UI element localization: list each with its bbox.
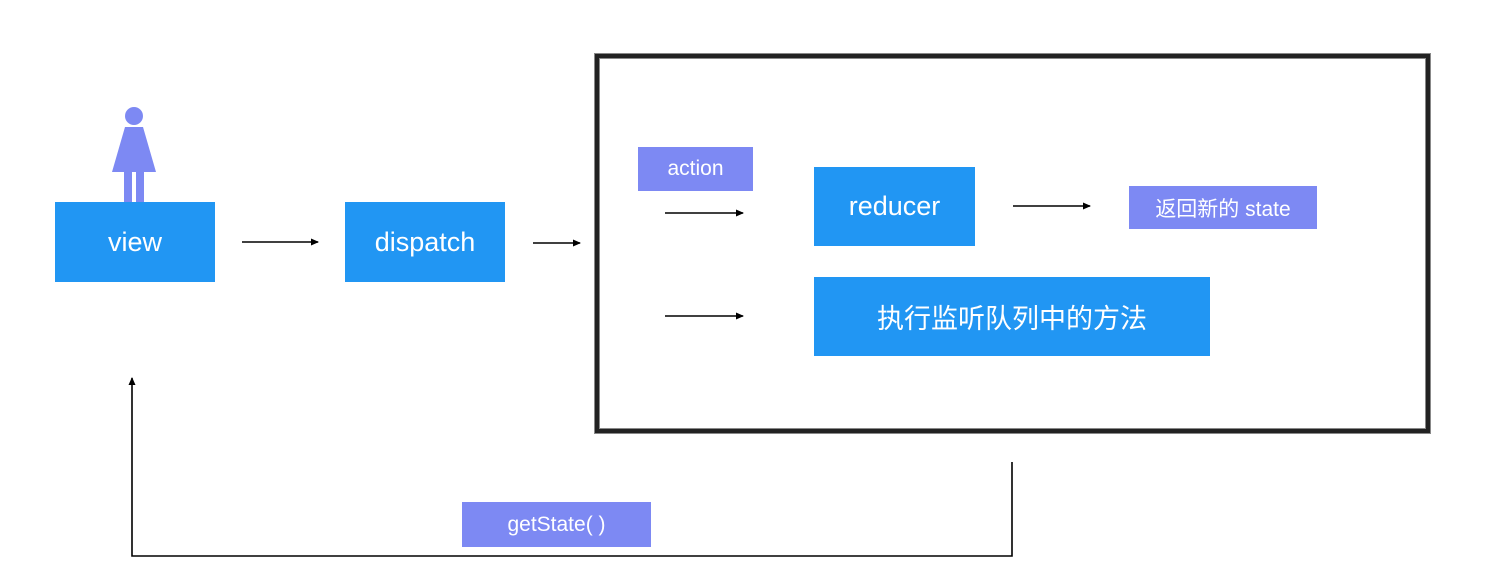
reducer-label: reducer bbox=[848, 191, 941, 221]
view-node: view bbox=[55, 202, 215, 282]
listeners-node: 执行监听队列中的方法 bbox=[814, 277, 1210, 356]
action-label: action bbox=[667, 157, 724, 180]
new-state-tag: 返回新的 state bbox=[1129, 186, 1317, 229]
arrow-getstate-return bbox=[128, 377, 1013, 557]
action-tag: action bbox=[638, 147, 753, 191]
listeners-label: 执行监听队列中的方法 bbox=[877, 304, 1147, 334]
reducer-node: reducer bbox=[814, 167, 975, 246]
getstate-tag: getState( ) bbox=[462, 502, 651, 547]
store-frame bbox=[595, 54, 1430, 433]
getstate-label: getState( ) bbox=[507, 512, 606, 536]
dispatch-label: dispatch bbox=[374, 226, 476, 257]
new-state-label: 返回新的 state bbox=[1155, 197, 1291, 221]
dispatch-node: dispatch bbox=[345, 202, 505, 282]
person-icon bbox=[112, 107, 156, 202]
view-label: view bbox=[107, 226, 162, 257]
